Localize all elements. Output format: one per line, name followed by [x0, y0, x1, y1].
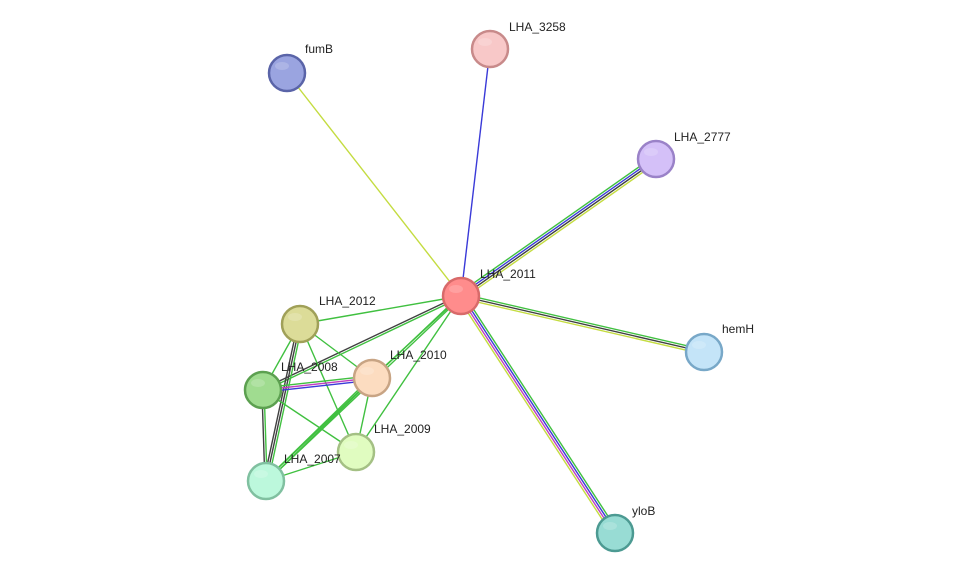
edge-evidence-line — [299, 295, 462, 325]
node-highlight — [344, 441, 358, 449]
edge-evidence-line — [461, 295, 617, 533]
node-label: LHA_2010 — [390, 348, 447, 362]
edge-evidence-line — [299, 323, 357, 453]
node-label: LHA_2777 — [674, 130, 731, 144]
edge-evidence-line — [264, 376, 372, 481]
edge-evidence-line — [267, 324, 303, 482]
edge-LHA_2011-LHA_2777 — [458, 155, 659, 300]
node-circle[interactable] — [246, 461, 286, 501]
edge-LHA_2011-LHA_2012 — [299, 295, 462, 325]
node-circle[interactable] — [684, 332, 724, 372]
node-fumB[interactable]: fumB — [267, 42, 333, 93]
edge-evidence-line — [355, 295, 462, 453]
node-highlight — [449, 285, 463, 293]
node-highlight — [692, 341, 706, 349]
edge-LHA_2011-fumB — [286, 72, 462, 297]
node-highlight — [360, 367, 374, 375]
edge-LHA_2011-yloB — [457, 293, 619, 536]
node-highlight — [254, 470, 268, 478]
node-circle[interactable] — [470, 29, 510, 69]
edge-evidence-line — [266, 378, 374, 483]
node-circle[interactable] — [636, 139, 676, 179]
nodes-layer: LHA_2011 LHA_3258 fumB LHA_2777 hemH yloB LHA_… — [243, 20, 754, 553]
edge-LHA_2011-LHA_2009 — [355, 295, 462, 453]
node-highlight — [251, 379, 265, 387]
edge-evidence-line — [286, 72, 462, 297]
edge-evidence-line — [457, 297, 613, 536]
edge-evidence-line — [459, 296, 615, 534]
node-highlight — [275, 62, 289, 70]
edges-layer — [261, 48, 705, 536]
node-circle[interactable] — [280, 304, 320, 344]
node-circle[interactable] — [352, 358, 392, 398]
edge-evidence-line — [460, 48, 491, 297]
node-LHA_2777[interactable]: LHA_2777 — [636, 130, 731, 179]
node-LHA_2012[interactable]: LHA_2012 — [280, 294, 376, 344]
node-LHA_2008[interactable]: LHA_2008 — [243, 360, 338, 410]
edge-evidence-line — [458, 155, 655, 294]
edge-LHA_2011-hemH — [460, 293, 705, 355]
node-label: LHA_2012 — [319, 294, 376, 308]
node-highlight — [288, 313, 302, 321]
node-LHA_2011[interactable]: LHA_2011 — [441, 267, 536, 316]
node-label: LHA_2008 — [281, 360, 338, 374]
edge-evidence-line — [461, 159, 658, 298]
node-highlight — [644, 148, 658, 156]
node-LHA_2010[interactable]: LHA_2010 — [352, 348, 447, 398]
node-hemH[interactable]: hemH — [684, 322, 754, 372]
node-circle[interactable] — [243, 370, 283, 410]
node-highlight — [478, 38, 492, 46]
node-circle[interactable] — [595, 513, 635, 553]
edge-evidence-line — [459, 157, 656, 296]
edge-evidence-line — [462, 161, 659, 300]
node-LHA_3258[interactable]: LHA_3258 — [470, 20, 566, 69]
node-label: yloB — [632, 504, 655, 518]
node-circle[interactable] — [336, 432, 376, 472]
edge-evidence-line — [262, 294, 461, 390]
node-circle[interactable] — [441, 276, 481, 316]
edge-LHA_2011-LHA_2008 — [262, 294, 462, 392]
node-label: LHA_2007 — [284, 452, 341, 466]
node-label: hemH — [722, 322, 754, 336]
node-label: LHA_2009 — [374, 422, 431, 436]
node-label: LHA_3258 — [509, 20, 566, 34]
node-LHA_2007[interactable]: LHA_2007 — [246, 452, 341, 501]
edge-evidence-line — [461, 293, 705, 351]
node-yloB[interactable]: yloB — [595, 504, 655, 553]
edge-LHA_2011-LHA_3258 — [460, 48, 491, 297]
node-label: fumB — [305, 42, 333, 56]
edge-evidence-line — [460, 297, 704, 355]
node-label: LHA_2011 — [480, 267, 536, 281]
node-circle[interactable] — [267, 53, 307, 93]
edge-LHA_2010-LHA_2007 — [264, 376, 374, 483]
node-LHA_2009[interactable]: LHA_2009 — [336, 422, 431, 472]
edge-evidence-line — [263, 296, 462, 392]
edge-evidence-line — [460, 295, 705, 353]
edge-LHA_2012-LHA_2009 — [299, 323, 357, 453]
node-highlight — [603, 522, 617, 530]
edge-evidence-line — [463, 293, 619, 532]
